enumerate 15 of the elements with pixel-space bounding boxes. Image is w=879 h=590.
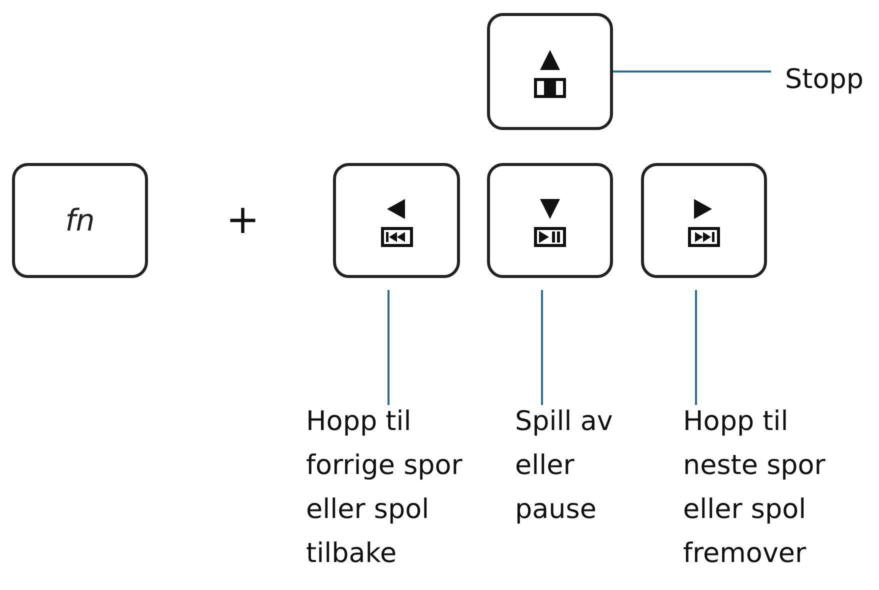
keyboard-key	[487, 13, 613, 130]
leader-line	[695, 290, 697, 405]
key-label: fn	[64, 203, 96, 238]
leader-line	[388, 290, 390, 405]
caption-text: Hopp til forrige spor eller spol tilbake	[306, 400, 481, 576]
keyboard-key	[12, 163, 148, 278]
keyboard-key	[641, 163, 767, 278]
leader-line	[613, 70, 771, 72]
caption-text: Spill av eller pause	[515, 400, 645, 532]
keyboard-key	[487, 163, 613, 278]
plus-sign: +	[226, 196, 260, 244]
keyboard-key	[333, 163, 460, 278]
caption-text: Stopp	[785, 58, 875, 102]
caption-text: Hopp til neste spor eller spol fremover	[683, 400, 858, 576]
leader-line	[541, 290, 543, 405]
